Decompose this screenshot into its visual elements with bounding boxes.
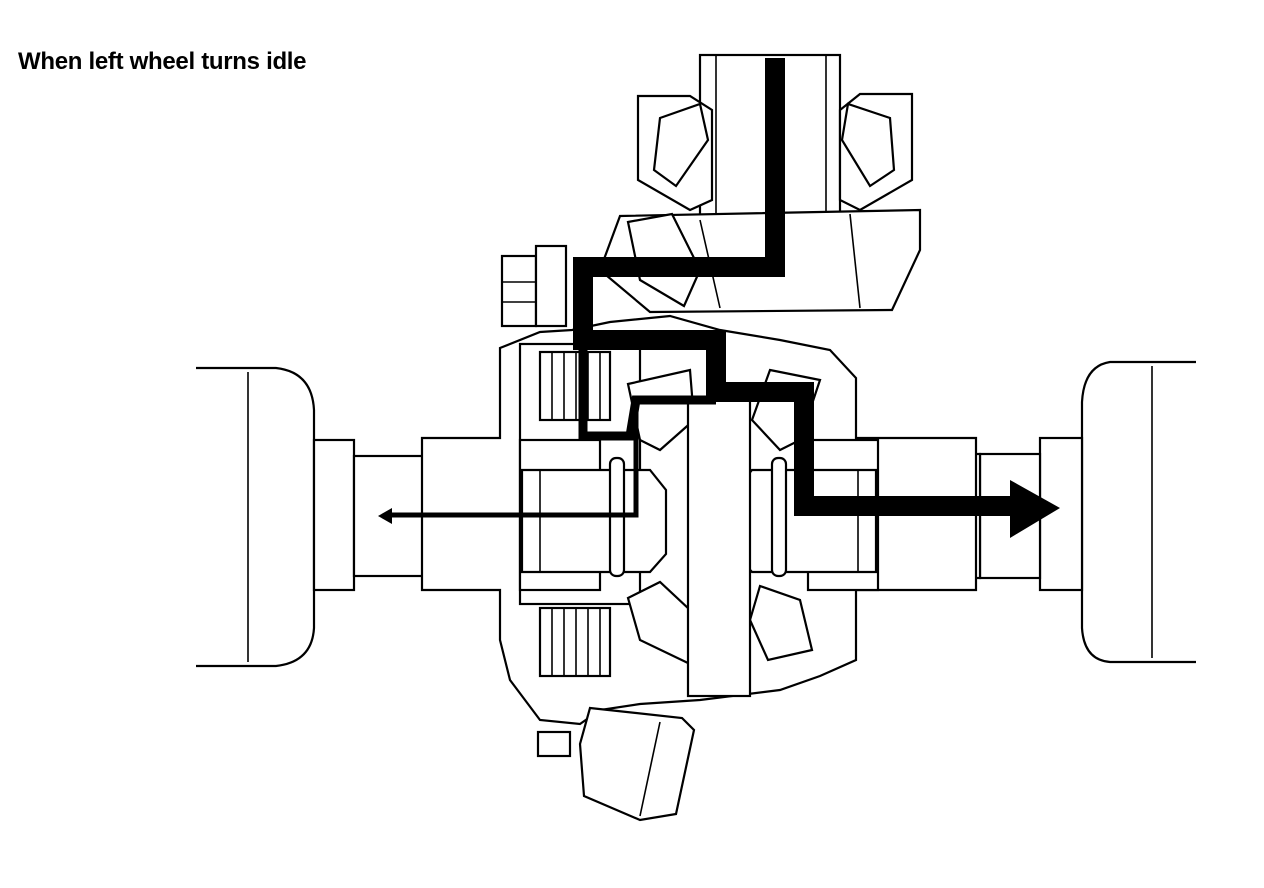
left-wheel (196, 366, 356, 668)
power-flow-arrow-left (378, 508, 392, 524)
page-title: When left wheel turns idle (18, 48, 307, 75)
clutch-pack (538, 350, 612, 678)
pinion-gear (626, 368, 822, 698)
power-flow-minor (378, 340, 716, 524)
right-wheel (1038, 360, 1196, 664)
mounting-bolt-lower (536, 706, 696, 822)
mounting-bolt (500, 244, 568, 328)
power-flow-main (573, 58, 1060, 538)
side-gear (520, 456, 878, 578)
power-flow-arrow-right (1010, 480, 1060, 538)
